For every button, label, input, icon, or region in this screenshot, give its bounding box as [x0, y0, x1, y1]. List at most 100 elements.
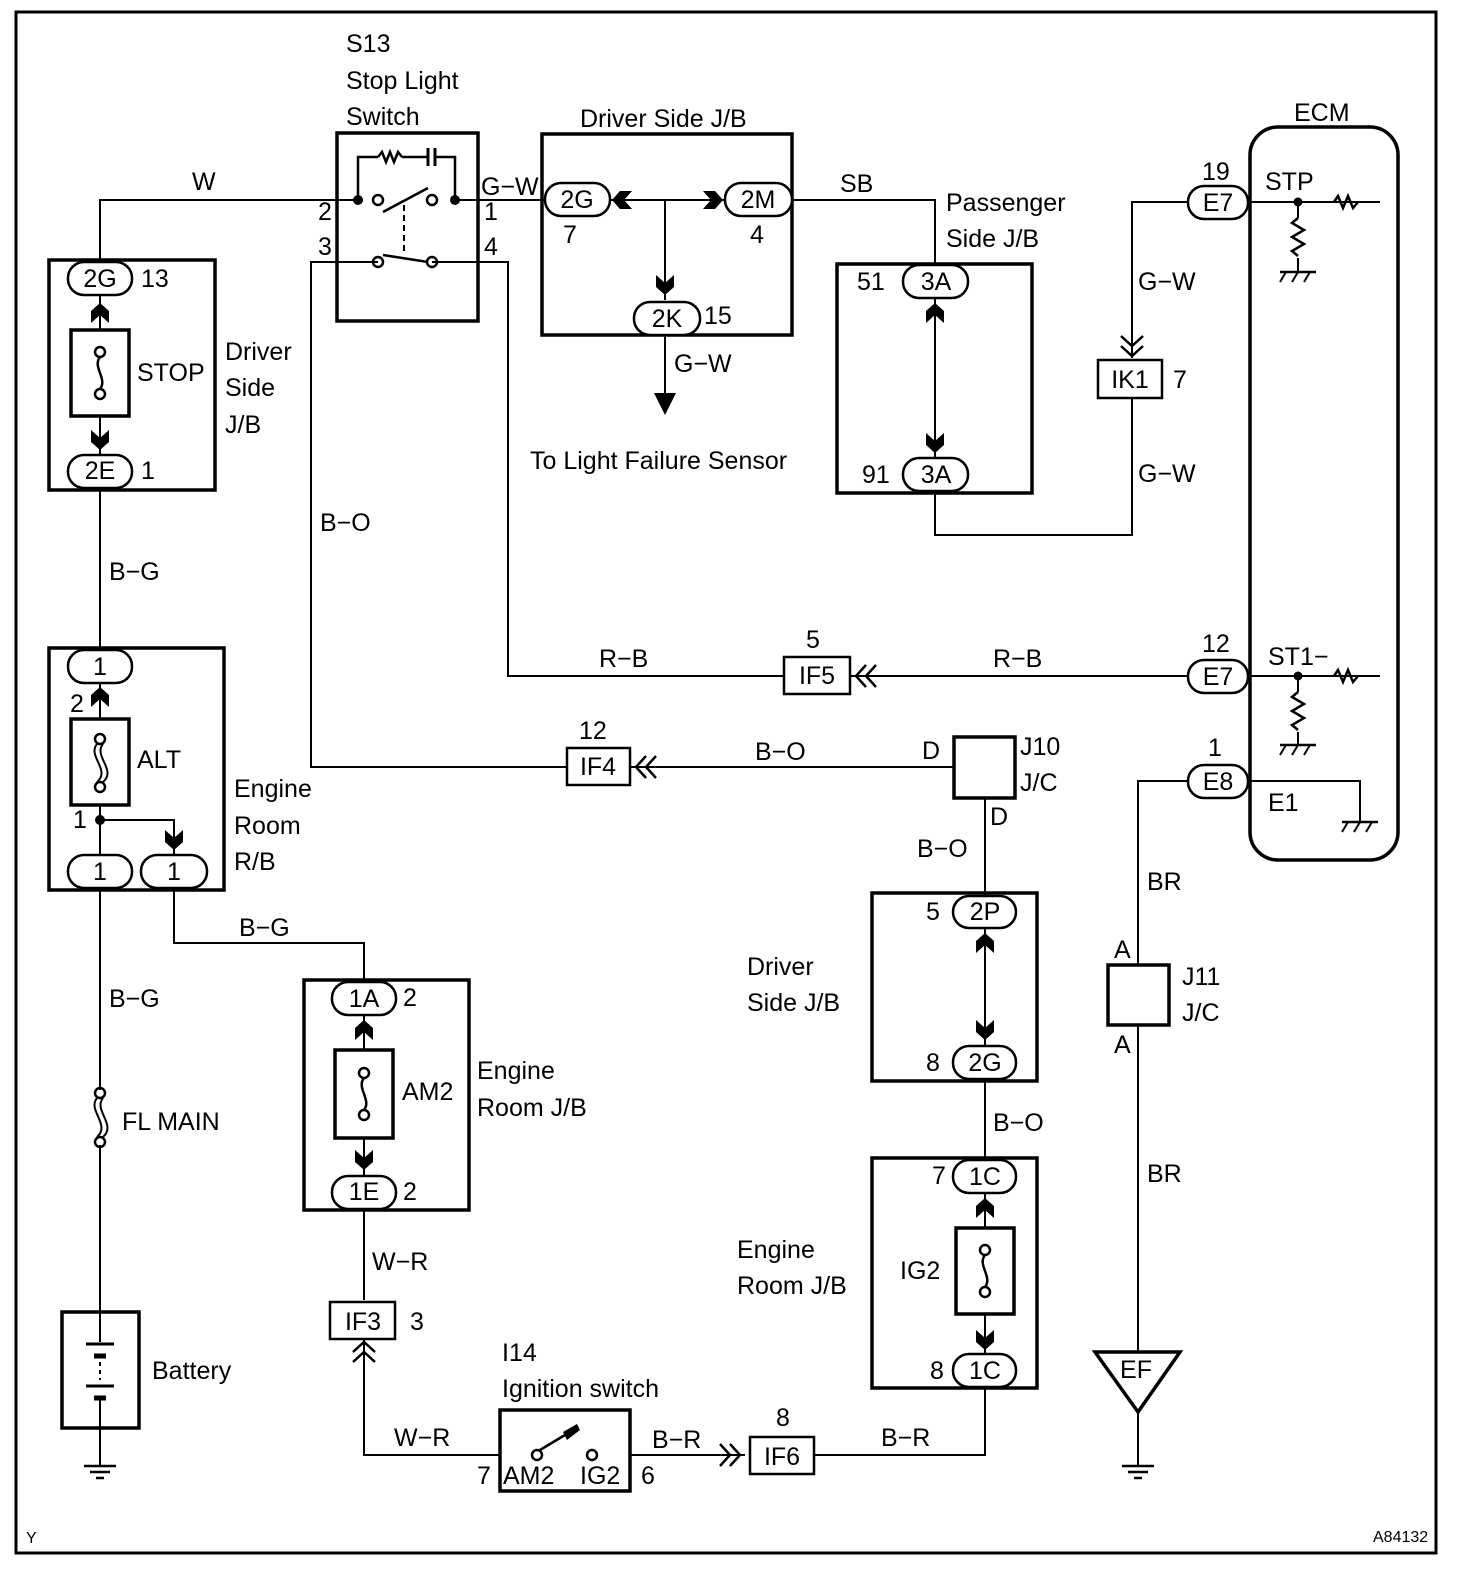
j10-line2: J/C [1020, 769, 1058, 797]
ecm-box [1248, 125, 1400, 862]
if5-label: IF5 [799, 662, 835, 690]
alt-fuse-pin2: 2 [70, 690, 84, 718]
ecm-e1: E1 [1268, 789, 1299, 817]
driver-jb-top-2k: 2K [652, 305, 683, 333]
j11-pin-a1: A [1114, 936, 1131, 964]
ecm-e1-pin: 1 [1208, 734, 1222, 762]
ecm-stp: STP [1265, 168, 1314, 196]
ignition-pin-am2: 7 [477, 1462, 491, 1490]
am2-fuse-box [302, 978, 471, 1212]
ignition-name: Ignition switch [502, 1375, 659, 1403]
alt-fuse-name: ALT [137, 746, 181, 774]
wire-br-if6: B−R [881, 1424, 930, 1452]
ecm-internals [1289, 192, 1359, 732]
stop-fuse [69, 328, 131, 418]
battery-name: Battery [152, 1357, 232, 1385]
ik1-label: IK1 [1111, 366, 1149, 394]
passenger-jb-top-pin: 51 [857, 268, 885, 296]
driver-jb-mid-top: 2P [970, 898, 1001, 926]
ecm-stp-conn: E7 [1203, 189, 1234, 217]
wire-bg-am2: B−G [239, 914, 290, 942]
passenger-jb-top: 3A [921, 268, 952, 296]
wire-bg-1: B−G [109, 558, 160, 586]
wire-gw-ik1-bot: G−W [1138, 460, 1196, 488]
ignition-switch-symbol [498, 1408, 632, 1493]
wire-br-2: BR [1147, 1160, 1182, 1188]
ig2-fuse-bottom: 1C [969, 1357, 1001, 1385]
wire-bg-2: B−G [109, 985, 160, 1013]
am2-fuse-name: AM2 [402, 1078, 453, 1106]
driver-jb-top-2g: 2G [560, 186, 593, 214]
connector-arrows [91, 191, 994, 1350]
inline-chevrons [352, 335, 1144, 1467]
stop-switch-id: S13 [346, 30, 390, 58]
stop-switch-line2: Switch [346, 103, 420, 131]
ig2-fuse-line1: Engine [737, 1236, 815, 1264]
stop-fuse-line2: Side [225, 374, 275, 402]
passenger-jb-bottom-pin: 91 [862, 461, 890, 489]
figure-code: Y [26, 1530, 37, 1547]
wire-rb-left: R−B [599, 645, 648, 673]
wire-br-ig: B−R [652, 1426, 701, 1454]
if6-pin: 8 [776, 1404, 790, 1432]
wire-gw-ik1-top: G−W [1138, 268, 1196, 296]
alt-fuse-pin1: 1 [73, 806, 87, 834]
ecm-st1-pin: 12 [1202, 630, 1230, 658]
ignition-am2: AM2 [503, 1462, 554, 1490]
wire-bo-ig2: B−O [993, 1109, 1044, 1137]
if4-label: IF4 [580, 753, 616, 781]
j11-line1: J11 [1182, 963, 1220, 991]
am2-fuse-line2: Room J/B [477, 1094, 587, 1122]
ig2-fuse [954, 1226, 1016, 1316]
driver-jb-mid-top-pin: 5 [926, 898, 940, 926]
ik1-pin: 7 [1173, 366, 1187, 394]
stop-switch-line1: Stop Light [346, 67, 459, 95]
figure-id: A84132 [1373, 1529, 1428, 1546]
ig2-fuse-top: 1C [969, 1163, 1001, 1191]
driver-jb-mid-line2: Side J/B [747, 989, 840, 1017]
wire-sb: SB [840, 170, 873, 198]
wire-bo-j10: B−O [917, 835, 968, 863]
ecm-stp-pin: 19 [1202, 158, 1230, 186]
wire-bo-left: B−O [320, 509, 371, 537]
if5-pin: 5 [806, 626, 820, 654]
alt-fuse-line1: Engine [234, 775, 312, 803]
stop-fuse-bottom: 2E [85, 457, 116, 485]
ignition-id: I14 [502, 1339, 537, 1367]
if4-pin: 12 [579, 717, 607, 745]
stop-fuse-line1: Driver [225, 338, 292, 366]
ef-ground-triangle [1091, 1350, 1184, 1416]
alt-fuse [69, 717, 131, 807]
if3-pin: 3 [410, 1308, 424, 1336]
wire-gw-2k: G−W [674, 350, 732, 378]
j11-line2: J/C [1182, 999, 1220, 1027]
stop-switch-pin3: 3 [318, 233, 332, 261]
ignition-ig2: IG2 [580, 1462, 620, 1490]
ignition-pin-ig2: 6 [641, 1462, 655, 1490]
stop-fuse-top-pin: 13 [141, 265, 169, 293]
stop-fuse-box [47, 258, 217, 492]
stop-switch-pin2: 2 [318, 198, 332, 226]
pills [66, 181, 1250, 1389]
wire-w-top: W [192, 168, 216, 196]
alt-fuse-line3: R/B [234, 848, 276, 876]
ig2-fuse-name: IG2 [900, 1257, 940, 1285]
alt-fuse-out-left: 1 [93, 858, 107, 886]
alt-fuse-line2: Room [234, 812, 301, 840]
wire-br-1: BR [1147, 868, 1182, 896]
fl-main-link [93, 1086, 109, 1149]
ig2-fuse-line2: Room J/B [737, 1272, 847, 1300]
ig2-fuse-top-pin: 7 [932, 1162, 946, 1190]
driver-jb-mid-line1: Driver [747, 953, 814, 981]
am2-fuse-top: 1A [349, 985, 380, 1013]
alt-fuse-box [47, 646, 226, 892]
alt-fuse-out-right: 1 [167, 858, 181, 886]
alt-junction-dot [95, 815, 105, 825]
am2-fuse-bottom: 1E [349, 1178, 380, 1206]
driver-jb-top-2m-pin: 4 [750, 221, 764, 249]
wire-rb-right: R−B [993, 645, 1042, 673]
stop-switch-pin4: 4 [484, 233, 498, 261]
driver-jb-top-2k-pin: 15 [704, 302, 732, 330]
driver-jb-top-title: Driver Side J/B [580, 105, 747, 133]
